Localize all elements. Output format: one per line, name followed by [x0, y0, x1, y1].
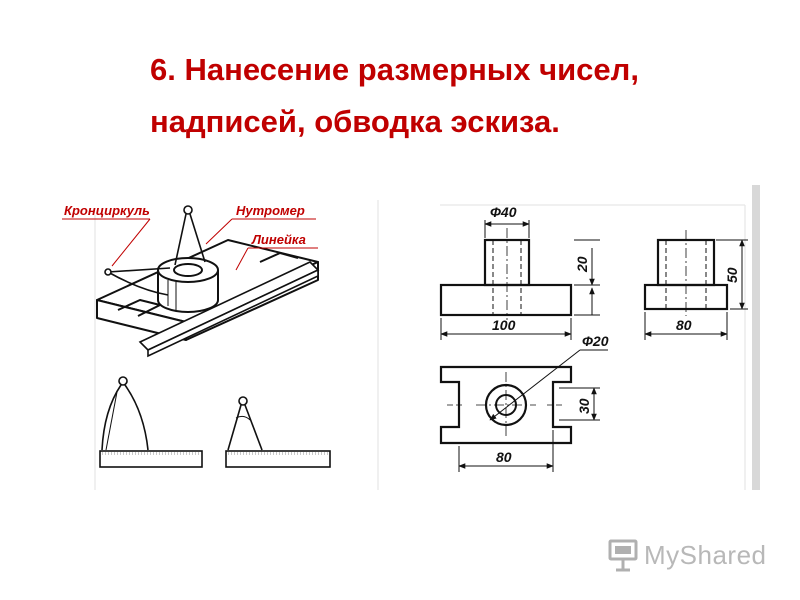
front-view: [439, 228, 573, 320]
side-view: [643, 230, 729, 316]
dim-height-side: 50: [724, 267, 740, 283]
page-edge: [752, 185, 760, 490]
side-view-dimensions: [644, 239, 748, 340]
dim-diameter-top: Ф40: [490, 204, 517, 220]
tool-labels: Кронциркуль Нутромер Линейка: [62, 203, 318, 271]
label-inside-calipers: Нутромер: [236, 203, 305, 218]
dim-height-boss: 20: [574, 256, 590, 273]
label-ruler: Линейка: [251, 232, 306, 247]
calipers-isometric: [104, 205, 206, 296]
slide-title: 6. Нанесение размерных чисел, надписей, …: [150, 44, 770, 148]
myshared-logo: MyShared: [608, 535, 767, 575]
title-line-2: надписей, обводка эскиза.: [150, 104, 560, 139]
dim-hole-offset: 30: [576, 398, 592, 414]
presentation-board-icon: [608, 539, 638, 572]
logo-text: MyShared: [644, 539, 767, 570]
plan-view-dimensions: [458, 349, 608, 472]
calipers-on-ruler-left: [99, 376, 203, 468]
dim-hole-diameter: Ф20: [582, 333, 609, 349]
dim-width-plan: 80: [496, 449, 512, 465]
plan-view: [439, 365, 573, 445]
scan-frame-lines: [94, 200, 746, 490]
ruler-isometric: [138, 261, 320, 358]
label-calipers: Кронциркуль: [64, 203, 150, 218]
dim-width-side: 80: [676, 317, 692, 333]
front-view-dimensions: [440, 220, 600, 340]
dim-length-base: 100: [492, 317, 516, 333]
title-line-1: 6. Нанесение размерных чисел,: [150, 52, 639, 87]
calipers-on-ruler-right: [225, 396, 331, 468]
